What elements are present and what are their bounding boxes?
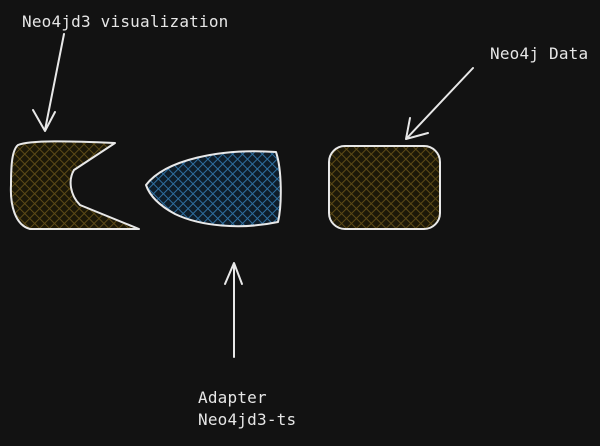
adapter-label-line2: Neo4jd3-ts	[198, 410, 297, 429]
adapter-label: Adapter Neo4jd3-ts	[198, 387, 296, 431]
adapter-shape	[145, 150, 282, 228]
visualization-arrow	[32, 33, 65, 132]
visualization-label: Neo4jd3 visualization	[22, 12, 229, 31]
visualization-shape	[9, 140, 140, 230]
adapter-arrow	[224, 262, 243, 358]
data-arrow	[405, 67, 474, 140]
data-shape	[328, 145, 441, 230]
data-label: Neo4j Data	[490, 44, 589, 63]
adapter-label-line1: Adapter	[198, 388, 267, 407]
